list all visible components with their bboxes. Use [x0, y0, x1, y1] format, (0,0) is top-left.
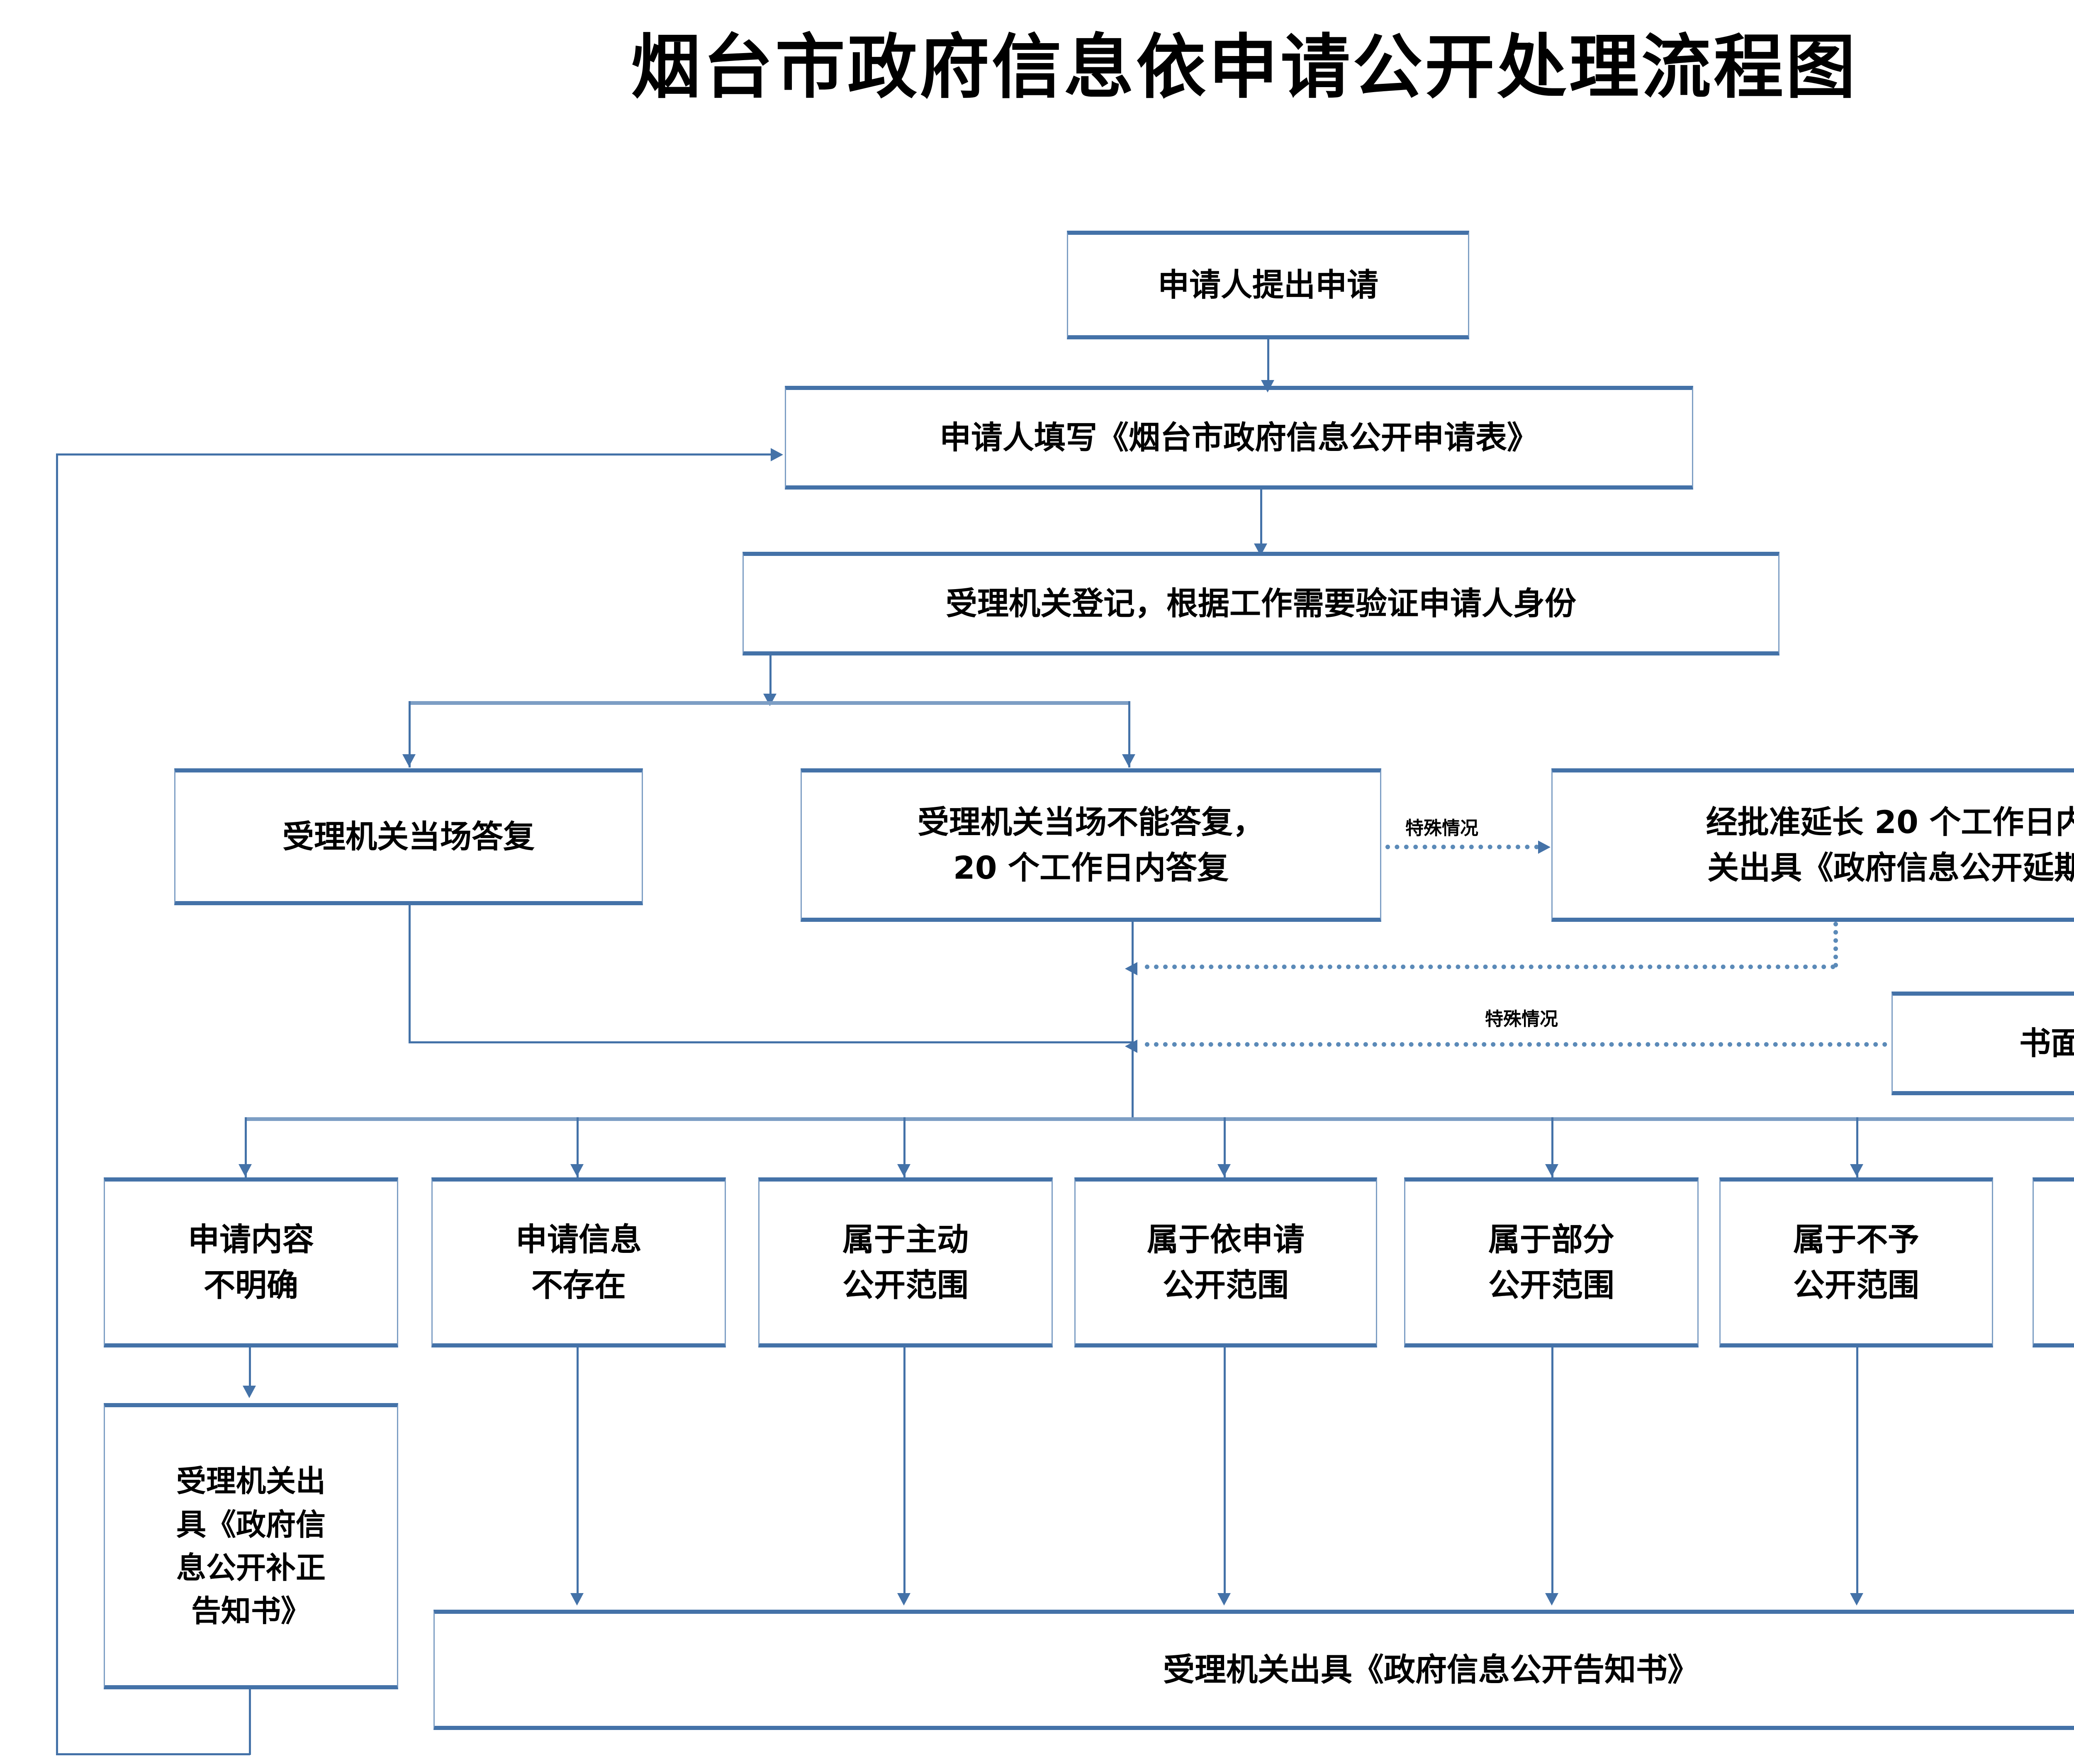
edge-split3-to-on-request-scope	[1224, 1117, 1226, 1177]
edge-split3-to-info-not-exist	[577, 1117, 579, 1177]
edge-special-case-third-party-dashed	[1145, 1042, 1887, 1047]
node-info-not-exist-label-2: 不存在	[531, 1267, 626, 1304]
edge-correction-loop-down	[249, 1689, 251, 1755]
edge-split3-to-not-disclose-scope-arrow	[1850, 1164, 1863, 1177]
node-correction-notice: 受理机关出 具《政府信 息公开补正 告知书》	[104, 1403, 398, 1689]
edge-submit-to-form-arrow	[1261, 380, 1274, 392]
node-info-not-exist-label-1: 申请信息	[516, 1221, 642, 1258]
edge-info-not-exist-to-final	[577, 1347, 579, 1601]
node-partial-scope-label-1: 属于部分	[1488, 1221, 1614, 1258]
edge-proactive-scope-to-final-arrow	[897, 1593, 910, 1606]
node-extend-20-days-label-1: 经批准延长 20 个工作日内答复，受理机	[1706, 803, 2074, 841]
edge-correction-loop-up	[56, 453, 58, 1754]
node-proactive-scope-label-1: 属于主动	[842, 1221, 969, 1258]
node-correction-notice-label-1: 受理机关出	[176, 1464, 326, 1499]
edge-special-case-extend-dashed	[1385, 845, 1539, 849]
node-register-verify: 受理机关登记，根据工作需要验证申请人身份	[742, 552, 1779, 655]
node-final-notice: 受理机关出具《政府信息公开告知书》	[433, 1610, 2074, 1730]
edge-on-request-scope-to-final-arrow	[1217, 1593, 1231, 1606]
node-correction-notice-label-4: 告知书》	[191, 1593, 311, 1629]
edge-extend-return-vertical-dashed	[1833, 922, 1838, 967]
node-third-party-opinion-label: 书面征求第三方意见	[2019, 1024, 2074, 1062]
node-cannot-answer-onsite: 受理机关当场不能答复， 20 个工作日内答复	[801, 768, 1381, 922]
node-proactive-scope-label-2: 公开范围	[842, 1267, 969, 1304]
split-bar-level3-right	[1132, 1117, 2074, 1121]
edge-split-to-answer-onsite-arrow	[402, 754, 416, 767]
edge-correction-loop-arrow	[771, 448, 783, 461]
edge-extend-return-horizontal-dashed	[1145, 965, 1835, 969]
edge-register-down	[769, 655, 772, 703]
edge-correction-loop-left	[56, 1753, 250, 1755]
edge-label-special-case-third-party: 特殊情况	[1485, 1009, 1558, 1030]
edge-split3-to-partial-scope	[1551, 1117, 1553, 1177]
edge-correction-loop-right	[56, 453, 773, 456]
node-partial-scope: 属于部分 公开范围	[1404, 1177, 1699, 1347]
node-partial-scope-label-2: 公开范围	[1488, 1267, 1614, 1304]
edge-not-disclose-scope-to-final	[1856, 1347, 1858, 1601]
edge-proactive-scope-to-final	[903, 1347, 906, 1601]
edge-partial-scope-to-final-arrow	[1545, 1593, 1558, 1606]
node-fill-form-label: 申请人填写《烟台市政府信息公开申请表》	[940, 419, 1538, 456]
edge-form-to-register-arrow	[1254, 543, 1267, 556]
edge-split3-to-not-disclose-scope	[1856, 1117, 1858, 1177]
node-correction-notice-label-3: 息公开补正	[176, 1550, 326, 1585]
edge-label-special-case-extend: 特殊情况	[1405, 818, 1478, 839]
split-bar-level2-right	[769, 701, 1130, 705]
node-final-notice-label: 受理机关出具《政府信息公开告知书》	[1163, 1651, 1699, 1688]
edge-extend-return-arrow	[1125, 962, 1137, 975]
split-bar-level3	[245, 1117, 1132, 1121]
node-proactive-scope: 属于主动 公开范围	[758, 1177, 1053, 1347]
edge-split3-to-proactive-scope-arrow	[897, 1164, 910, 1177]
node-cannot-answer-onsite-label-2: 20 个工作日内答复	[953, 849, 1229, 886]
node-applicant-submit: 申请人提出申请	[1067, 231, 1469, 339]
node-not-disclose-scope: 属于不予 公开范围	[1719, 1177, 1993, 1347]
node-content-unclear: 申请内容 不明确	[104, 1177, 398, 1347]
node-content-unclear-label-1: 申请内容	[188, 1221, 314, 1258]
node-correction-notice-label-2: 具《政府信	[176, 1507, 326, 1542]
edge-main-vertical-down	[1132, 922, 1134, 1119]
node-not-disclose-scope-label-2: 公开范围	[1793, 1267, 1919, 1304]
node-answer-onsite: 受理机关当场答复	[174, 768, 643, 905]
page-title: 烟台市政府信息依申请公开处理流程图	[631, 27, 1858, 108]
node-register-verify-label: 受理机关登记，根据工作需要验证申请人身份	[946, 585, 1576, 622]
node-third-party-opinion: 书面征求第三方意见	[1891, 992, 2074, 1095]
edge-split3-to-content-unclear-arrow	[239, 1164, 252, 1177]
edge-form-to-register	[1260, 490, 1262, 554]
edge-partial-scope-to-final	[1551, 1347, 1553, 1601]
edge-split-to-cannot-answer	[1128, 701, 1130, 767]
edge-submit-to-form	[1267, 339, 1269, 388]
edge-split3-to-info-not-exist-arrow	[570, 1164, 584, 1177]
node-extend-20-days: 经批准延长 20 个工作日内答复，受理机 关出具《政府信息公开延期答复告知书》	[1551, 768, 2074, 922]
edge-split3-to-proactive-scope	[903, 1117, 906, 1177]
node-fill-form: 申请人填写《烟台市政府信息公开申请表》	[785, 386, 1693, 490]
node-applicant-submit-label: 申请人提出申请	[1158, 266, 1378, 303]
edge-info-not-exist-to-final-arrow	[570, 1593, 584, 1606]
node-answer-onsite-label: 受理机关当场答复	[282, 818, 535, 855]
node-on-request-scope-label-1: 属于依申请	[1147, 1221, 1305, 1258]
node-on-request-scope: 属于依申请 公开范围	[1074, 1177, 1377, 1347]
node-cannot-answer-onsite-label-1: 受理机关当场不能答复，	[918, 803, 1264, 841]
edge-split3-to-content-unclear	[245, 1117, 247, 1177]
node-not-held-scope: 不属于受理机关 掌握范围	[2033, 1177, 2074, 1347]
split-bar-level2	[409, 701, 774, 705]
edge-content-unclear-to-correction	[249, 1347, 251, 1393]
node-content-unclear-label-2: 不明确	[204, 1267, 298, 1304]
edge-content-unclear-to-correction-arrow	[243, 1386, 256, 1398]
node-on-request-scope-label-2: 公开范围	[1163, 1267, 1289, 1304]
node-extend-20-days-label-2: 关出具《政府信息公开延期答复告知书》	[1707, 849, 2074, 886]
edge-split-to-answer-onsite	[409, 701, 411, 767]
node-not-disclose-scope-label-1: 属于不予	[1793, 1221, 1919, 1258]
edge-answer-onsite-down	[409, 905, 411, 1042]
edge-split3-to-partial-scope-arrow	[1545, 1164, 1558, 1177]
edge-split3-to-on-request-scope-arrow	[1217, 1164, 1231, 1177]
edge-split-to-cannot-answer-arrow	[1122, 754, 1135, 767]
edge-on-request-scope-to-final	[1224, 1347, 1226, 1601]
node-info-not-exist: 申请信息 不存在	[431, 1177, 726, 1347]
edge-answer-onsite-right	[409, 1041, 1132, 1043]
edge-not-disclose-scope-to-final-arrow	[1850, 1593, 1863, 1606]
edge-special-case-extend-arrow	[1538, 841, 1551, 854]
